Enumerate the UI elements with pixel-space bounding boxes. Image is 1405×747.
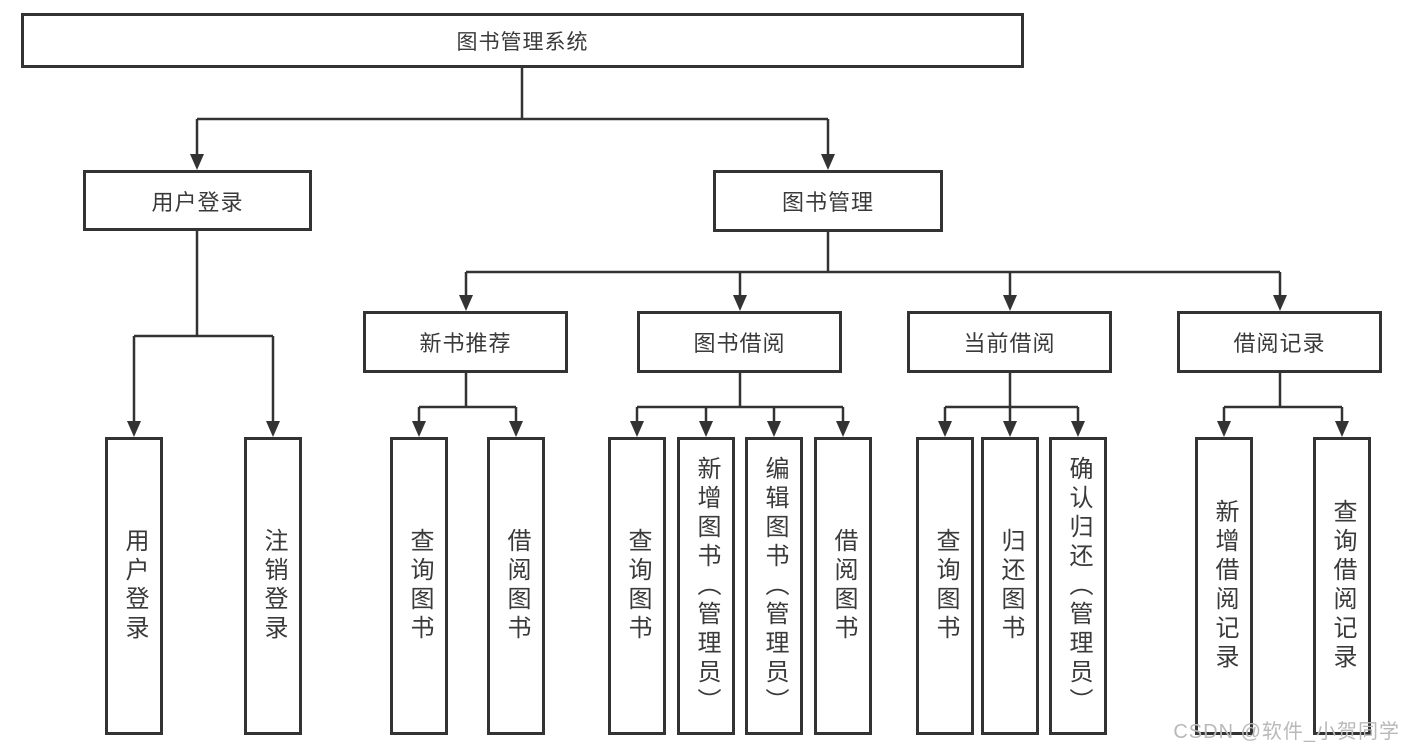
node-user-login: 用户登录 xyxy=(83,170,312,231)
leaf-label: 归还图书 xyxy=(997,528,1024,644)
leaf-add-borrow-record: 新增借阅记录 xyxy=(1195,437,1253,735)
node-book-management: 图书管理 xyxy=(713,170,943,232)
leaf-label: 查询借阅记录 xyxy=(1329,499,1356,673)
node-book-borrowing: 图书借阅 xyxy=(637,311,842,373)
node-current-borrowing: 当前借阅 xyxy=(907,311,1112,373)
leaf-label: 借阅图书 xyxy=(503,528,530,644)
leaf-borrow-books: 借阅图书 xyxy=(814,437,872,735)
leaf-borrow-books: 借阅图书 xyxy=(487,437,545,735)
leaf-label: 编辑图书（管理员） xyxy=(761,455,788,717)
leaf-label: 查询图书 xyxy=(406,528,433,644)
node-label: 借阅记录 xyxy=(1233,331,1326,356)
leaf-return-books: 归还图书 xyxy=(981,437,1039,735)
node-borrowing-records: 借阅记录 xyxy=(1177,311,1382,373)
leaf-query-books: 查询图书 xyxy=(916,437,974,735)
node-library-management-system: 图书管理系统 xyxy=(21,13,1024,68)
node-label: 图书管理系统 xyxy=(456,30,589,54)
node-label: 图书借阅 xyxy=(693,331,786,356)
arrowheads xyxy=(127,154,1349,437)
csdn-watermark: CSDN @软件_小贺同学 xyxy=(1173,721,1400,743)
node-label: 用户登录 xyxy=(151,189,244,215)
leaf-add-books-admin: 新增图书（管理员） xyxy=(677,437,735,735)
leaf-label: 用户登录 xyxy=(121,528,148,644)
node-label: 图书管理 xyxy=(781,190,874,215)
leaf-label: 借阅图书 xyxy=(830,528,857,644)
leaf-label: 注销登录 xyxy=(260,528,287,644)
leaf-query-borrow-record: 查询借阅记录 xyxy=(1313,437,1371,735)
node-label: 新书推荐 xyxy=(419,331,512,356)
leaf-query-books: 查询图书 xyxy=(608,437,666,735)
leaf-label: 新增图书（管理员） xyxy=(693,455,720,717)
leaf-label: 查询图书 xyxy=(932,528,959,644)
leaf-confirm-return-admin: 确认归还（管理员） xyxy=(1049,437,1107,735)
node-label: 当前借阅 xyxy=(963,331,1056,356)
leaf-label: 新增借阅记录 xyxy=(1211,499,1238,673)
leaf-logout: 注销登录 xyxy=(244,437,302,735)
leaf-label: 查询图书 xyxy=(624,528,651,644)
leaf-label: 确认归还（管理员） xyxy=(1065,455,1092,717)
leaf-edit-books-admin: 编辑图书（管理员） xyxy=(745,437,803,735)
leaf-query-books: 查询图书 xyxy=(390,437,448,735)
leaf-user-login: 用户登录 xyxy=(105,437,163,735)
node-new-book-recommend: 新书推荐 xyxy=(363,311,568,373)
